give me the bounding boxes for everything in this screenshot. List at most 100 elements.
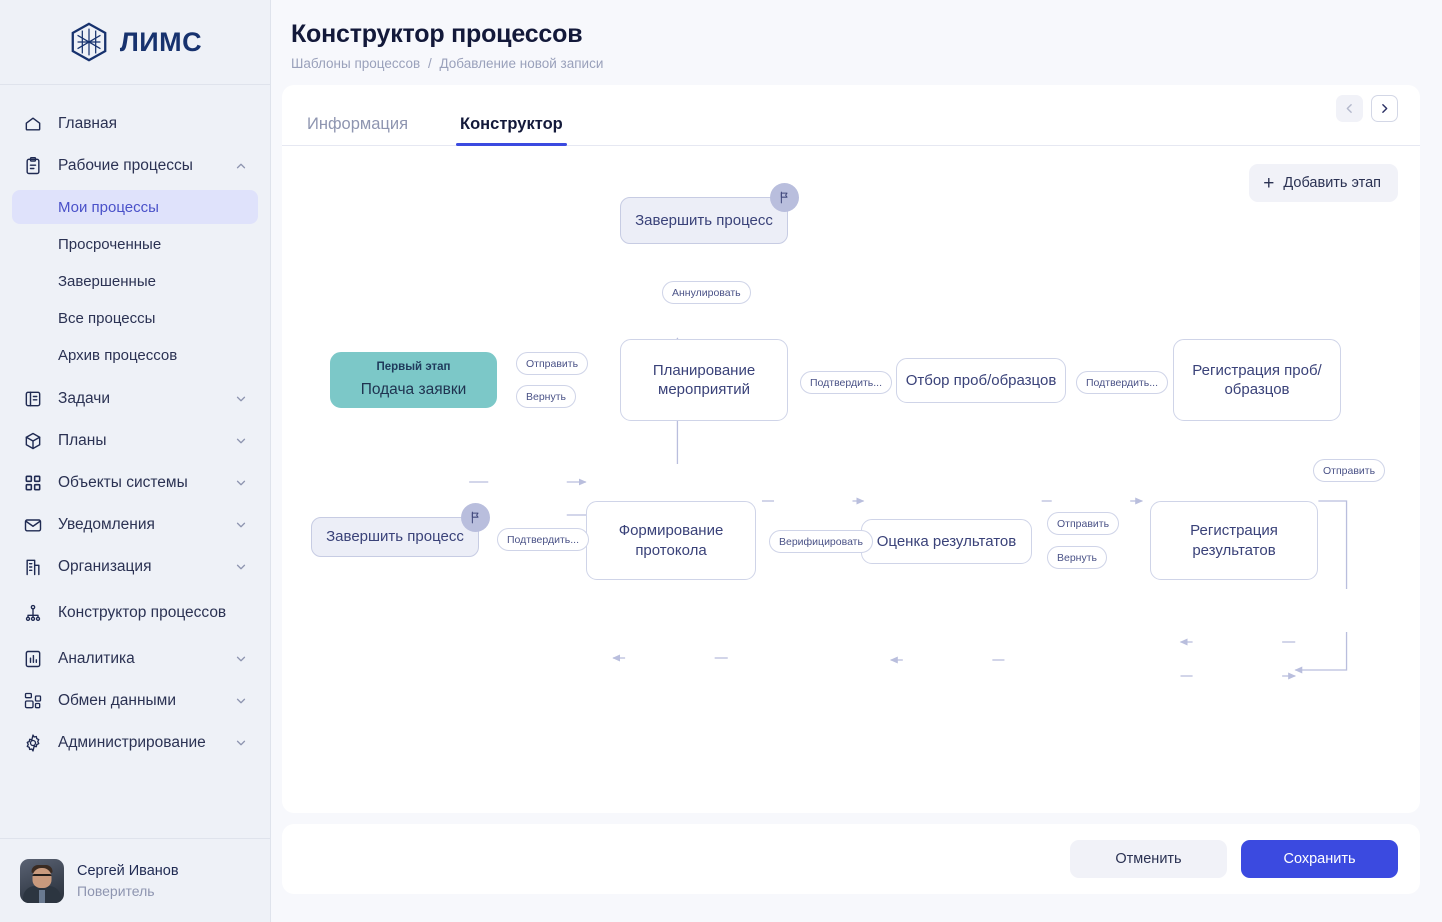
sidebar-item-process-constructor[interactable]: Конструктор процессов xyxy=(12,588,258,638)
chevron-down-icon xyxy=(234,736,248,750)
edge-label[interactable]: Отправить xyxy=(1313,459,1386,482)
flow-node-protocol[interactable]: Формирование протокола xyxy=(586,501,756,580)
sidebar-item-label: Задачи xyxy=(58,390,111,408)
brand-name: ЛИМС xyxy=(119,26,203,57)
brand-logo[interactable]: ЛИМС xyxy=(0,0,270,85)
add-stage-button[interactable]: + Добавить этап xyxy=(1249,164,1398,202)
flow-node-end_top[interactable]: Завершить процесс xyxy=(620,197,788,244)
cube-icon xyxy=(22,430,44,452)
sidebar-item-analytics[interactable]: Аналитика xyxy=(12,638,258,680)
sidebar-item-label: Обмен данными xyxy=(58,692,176,710)
chevron-down-icon xyxy=(234,694,248,708)
sidebar-item-organization[interactable]: Организация xyxy=(12,546,258,588)
constructor-card: Информация Конструктор + Добавить этап xyxy=(282,85,1420,813)
sidebar-item-notifications[interactable]: Уведомления xyxy=(12,504,258,546)
edge-label[interactable]: Вернуть xyxy=(516,385,577,408)
sidebar-item-my-processes[interactable]: Мои процессы xyxy=(12,190,258,224)
sidebar: ЛИМС Главная Рабочие процессы xyxy=(0,0,271,922)
envelope-icon xyxy=(22,514,44,536)
edge-label[interactable]: Отправить xyxy=(1047,512,1120,535)
grid-icon xyxy=(22,472,44,494)
building-icon xyxy=(22,556,44,578)
edge-label[interactable]: Вернуть xyxy=(1047,546,1108,569)
subnav-label: Все процессы xyxy=(58,309,156,327)
sidebar-item-home[interactable]: Главная xyxy=(12,103,258,145)
flow-node-label: Завершить процесс xyxy=(326,528,464,546)
tab-constructor[interactable]: Конструктор xyxy=(456,115,567,146)
chevron-down-icon xyxy=(234,476,248,490)
sidebar-subnav-workflows: Мои процессы Просроченные Завершенные Вс… xyxy=(0,190,270,372)
save-button[interactable]: Сохранить xyxy=(1241,840,1398,878)
tab-nav xyxy=(1336,95,1398,122)
home-icon xyxy=(22,113,44,135)
flow-node-end_bottom[interactable]: Завершить процесс xyxy=(311,517,479,557)
sidebar-item-administration[interactable]: Администрирование xyxy=(12,722,258,764)
sidebar-item-label: Организация xyxy=(58,558,152,576)
flow-node-label: Завершить процесс xyxy=(635,211,773,229)
sidebar-item-tasks[interactable]: Задачи xyxy=(12,378,258,420)
chevron-down-icon xyxy=(234,392,248,406)
flow-node-label: Формирование протокола xyxy=(618,522,724,559)
breadcrumb: Шаблоны процессов / Добавление новой зап… xyxy=(291,56,1418,71)
flow-node-label: Оценка результатов xyxy=(876,532,1017,550)
sidebar-item-label: Конструктор процессов xyxy=(58,604,227,622)
sitemap-icon xyxy=(22,602,44,624)
subnav-label: Просроченные xyxy=(58,235,162,253)
subnav-label: Завершенные xyxy=(58,272,156,290)
edge-label[interactable]: Подтвердить... xyxy=(497,528,590,551)
edge-label[interactable]: Отправить xyxy=(516,352,589,375)
sidebar-item-data-exchange[interactable]: Обмен данными xyxy=(12,680,258,722)
user-profile[interactable]: Сергей Иванов Поверитель xyxy=(0,838,270,922)
sidebar-item-system-objects[interactable]: Объекты системы xyxy=(12,462,258,504)
flag-icon[interactable] xyxy=(461,503,490,532)
sidebar-item-overdue[interactable]: Просроченные xyxy=(12,227,258,261)
sidebar-item-plans[interactable]: Планы xyxy=(12,420,258,462)
flow-node-planning[interactable]: Планирование мероприятий xyxy=(620,339,788,421)
flow-node-label: Регистрация проб/образцов xyxy=(1192,361,1322,399)
flow-node-label: Подача заявки xyxy=(360,380,467,398)
chevron-down-icon xyxy=(234,560,248,574)
form-actions: Отменить Сохранить xyxy=(282,824,1420,894)
flow-node-sampling[interactable]: Отбор проб/образцов xyxy=(896,358,1066,403)
flag-icon[interactable] xyxy=(770,183,799,212)
chevron-left-icon xyxy=(1346,104,1352,113)
sidebar-item-completed[interactable]: Завершенные xyxy=(12,264,258,298)
flow-node-result_eval[interactable]: Оценка результатов xyxy=(861,519,1032,564)
flow-node-result_reg[interactable]: Регистрация результатов xyxy=(1150,501,1318,580)
chevron-up-icon xyxy=(234,159,248,173)
breadcrumb-current: Добавление новой записи xyxy=(439,56,604,71)
sidebar-item-archive[interactable]: Архив процессов xyxy=(12,338,258,372)
flow-node-label: Регистрация результатов xyxy=(1190,522,1278,559)
user-name: Сергей Иванов xyxy=(77,862,179,879)
flow-canvas[interactable]: + Добавить этап xyxy=(282,146,1420,813)
sidebar-item-label: Уведомления xyxy=(58,516,155,534)
breadcrumb-parent[interactable]: Шаблоны процессов xyxy=(291,56,421,71)
next-button[interactable] xyxy=(1371,95,1398,122)
clipboard-icon xyxy=(22,155,44,177)
flow-node-sublabel: Первый этап xyxy=(376,360,451,373)
edge-label[interactable]: Подтвердить... xyxy=(1076,371,1169,394)
sidebar-item-label: Аналитика xyxy=(58,650,135,668)
flow-node-label: Отбор проб/образцов xyxy=(905,371,1057,389)
tabs-bar: Информация Конструктор xyxy=(282,85,1420,146)
page-title: Конструктор процессов xyxy=(291,20,583,48)
hexagon-network-icon xyxy=(71,22,107,62)
avatar xyxy=(20,858,64,903)
gear-icon xyxy=(22,732,44,754)
sidebar-item-workflows[interactable]: Рабочие процессы xyxy=(12,145,258,187)
prev-button[interactable] xyxy=(1336,95,1363,122)
edge-label[interactable]: Аннулировать xyxy=(662,281,751,304)
sidebar-item-label: Объекты системы xyxy=(58,474,188,492)
data-exchange-icon xyxy=(22,690,44,712)
cancel-button[interactable]: Отменить xyxy=(1070,840,1227,878)
tab-information[interactable]: Информация xyxy=(307,115,409,133)
flow-node-sample_reg[interactable]: Регистрация проб/образцов xyxy=(1173,339,1341,421)
chevron-down-icon xyxy=(234,518,248,532)
edge-label[interactable]: Подтвердить... xyxy=(800,371,893,394)
sidebar-item-label: Рабочие процессы xyxy=(58,157,193,175)
sidebar-item-all-processes[interactable]: Все процессы xyxy=(12,301,258,335)
edge-label[interactable]: Верифицировать xyxy=(769,530,873,553)
user-role: Поверитель xyxy=(77,882,155,899)
